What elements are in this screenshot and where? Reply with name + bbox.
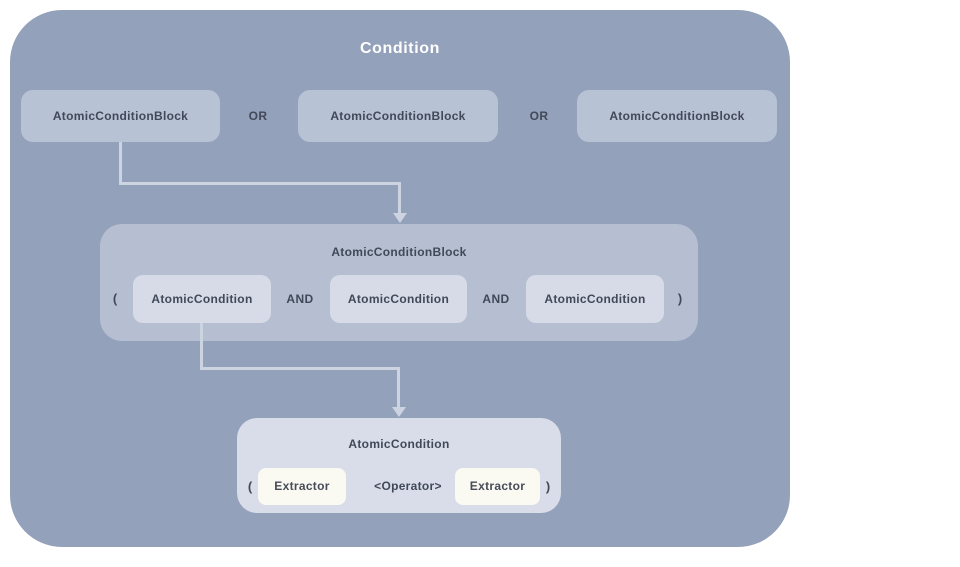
connector-condition-to-detail-segment (200, 323, 203, 370)
or-label-2: OR (529, 109, 549, 123)
connector-block-to-detail-segment (119, 142, 122, 185)
and-label-2: AND (482, 292, 510, 306)
open-paren: ( (247, 479, 253, 494)
arrow-down-icon (393, 213, 407, 223)
atomic-condition-block-detail: AtomicConditionBlock ( AtomicCondition A… (100, 224, 698, 341)
atomic-condition-1: AtomicCondition (133, 275, 271, 323)
operator-placeholder: <Operator> (374, 479, 442, 493)
connector-block-to-detail-segment (119, 182, 401, 185)
arrow-down-icon (392, 407, 406, 417)
close-paren: ) (677, 291, 683, 306)
atomic-condition-block-1: AtomicConditionBlock (21, 90, 220, 142)
condition-container: Condition AtomicConditionBlock OR Atomic… (10, 10, 790, 547)
connector-condition-to-detail-segment (200, 367, 400, 370)
close-paren: ) (545, 479, 551, 494)
condition-title: Condition (359, 40, 441, 57)
extractor-left: Extractor (258, 468, 346, 505)
and-label-1: AND (286, 292, 314, 306)
atomic-condition-2: AtomicCondition (330, 275, 467, 323)
atomic-condition-detail: AtomicCondition ( Extractor <Operator> E… (237, 418, 561, 513)
connector-condition-to-detail-segment (397, 367, 400, 408)
block-detail-title: AtomicConditionBlock (331, 245, 467, 259)
extractor-right: Extractor (455, 468, 540, 505)
atomic-condition-3: AtomicCondition (526, 275, 664, 323)
condition-detail-title: AtomicCondition (348, 437, 450, 451)
connector-block-to-detail-segment (398, 182, 401, 214)
or-label-1: OR (248, 109, 268, 123)
open-paren: ( (112, 291, 118, 306)
atomic-condition-block-3: AtomicConditionBlock (577, 90, 777, 142)
atomic-condition-block-2: AtomicConditionBlock (298, 90, 498, 142)
